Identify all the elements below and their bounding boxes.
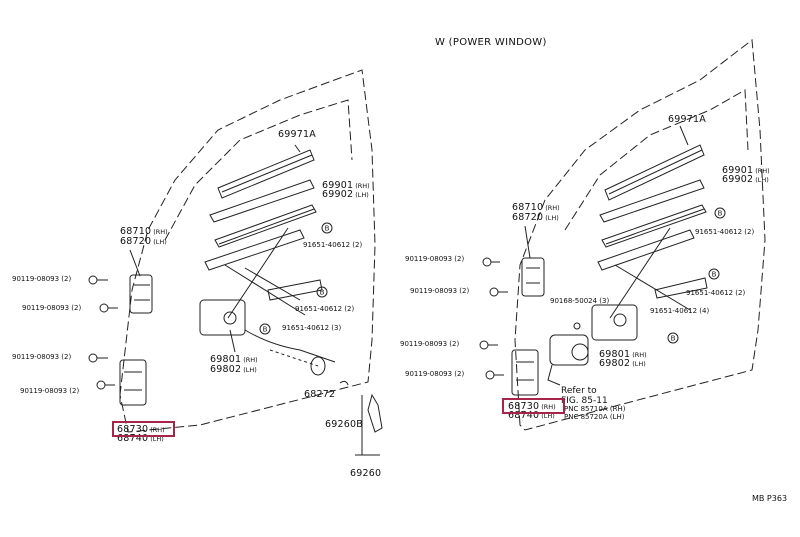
right-regulator-plate [654, 277, 708, 299]
right-part-69802: 69802(LH) [599, 358, 646, 369]
left-glass-channel-69901 [209, 179, 315, 223]
left-bolt-label-a: 90119-08093 (2) [12, 275, 72, 283]
right-bolt-label-a: 90119-08093 (2) [405, 255, 465, 263]
callout-b-label-2: B [320, 289, 325, 297]
right-part-90168: 90168-50024 (3) [550, 297, 610, 305]
left-part-69802: 69802(LH) [210, 364, 257, 375]
right-glass-run-69971a [604, 144, 705, 201]
left-door-outline [119, 69, 376, 433]
left-highlight-box [112, 421, 175, 437]
left-door-inner-line [164, 99, 353, 241]
left-part-69260: 69260 [350, 468, 382, 479]
right-screw-label-3: 91651-40612 (4) [650, 307, 710, 315]
right-part-69801: 69801(RH) [599, 349, 647, 360]
left-part-68730: 68730(RH) [117, 424, 165, 435]
right-pnc-2: PNC 85720A (LH) [564, 413, 625, 421]
left-bolt-label-d: 90119-08093 (2) [20, 387, 80, 395]
right-bolt-label-b: 90119-08093 (2) [410, 287, 470, 295]
right-part-68730: 68730(RH) [508, 401, 556, 412]
right-door-outline [514, 39, 766, 431]
right-door-inner-line [564, 89, 749, 231]
right-screw-label-2: 91651-40612 (2) [686, 289, 746, 297]
left-glass-channel-lower [214, 204, 317, 248]
right-regulator-arm-1 [614, 264, 691, 311]
right-bolts [479, 257, 581, 380]
left-glass-run-69971a [217, 149, 315, 199]
callout-b-label-6: B [671, 335, 676, 343]
right-bolt-label-d: 90119-08093 (2) [405, 370, 465, 378]
right-glass-channel-69901 [599, 179, 705, 223]
right-part-68740: 68740(LH) [508, 410, 555, 421]
right-regulator-base [591, 304, 638, 341]
right-lower-channel [597, 229, 695, 271]
left-bolt-label-b: 90119-08093 (2) [22, 304, 82, 312]
callout-b-label-5: B [712, 271, 717, 279]
left-part-69901: 69901(RH) [322, 180, 370, 191]
left-escutcheon-68272 [310, 356, 326, 376]
right-glass-channel-lower [601, 204, 707, 248]
left-part-69260b: 69260B [325, 419, 363, 430]
left-bolt-label-c: 90119-08093 (2) [12, 353, 72, 361]
right-motor [549, 334, 589, 366]
page-reference: MB P363 [752, 494, 788, 503]
right-pnc-1: PNC 85710A (RH) [564, 405, 626, 413]
right-screw-label-1: 91651-40612 (2) [695, 228, 755, 236]
right-part-69901: 69901(RH) [722, 165, 770, 176]
left-screw-label-1: 91651-40612 (2) [303, 241, 363, 249]
left-part-69971a: 69971A [278, 129, 316, 140]
left-bolts [88, 275, 118, 390]
left-part-69801: 69801(RH) [210, 354, 258, 365]
left-regulator-plate [267, 279, 323, 301]
left-regulator-base [199, 299, 246, 336]
callout-b-5 [708, 268, 720, 280]
callout-b-label-3: B [263, 326, 268, 334]
callout-b-1 [321, 222, 333, 234]
left-regulator-arm-2 [227, 227, 289, 319]
callout-b-label-4: B [718, 210, 723, 218]
left-part-68272: 68272 [304, 389, 336, 400]
left-screw-label-3: 91651-40612 (3) [282, 324, 342, 332]
left-handle-69260b [367, 393, 383, 433]
callout-b-3 [259, 323, 271, 335]
callout-b-6 [667, 332, 679, 344]
left-part-69902: 69902(LH) [322, 189, 369, 200]
right-part-69971a: 69971A [668, 114, 706, 125]
right-highlight-box [502, 398, 565, 414]
left-part-68720: 68720(LH) [120, 236, 167, 247]
callout-b-label-1: B [325, 225, 330, 233]
left-regulator-arm-1 [224, 264, 306, 316]
right-part-68720: 68720(LH) [512, 212, 559, 223]
callout-b-4 [714, 207, 726, 219]
right-upper-hinge [521, 257, 545, 297]
right-fig-label: FIG. 85-11 [561, 396, 608, 406]
left-part-68710: 68710(RH) [120, 226, 168, 237]
callout-b-2 [316, 286, 328, 298]
left-upper-hinge [129, 274, 153, 314]
right-part-69902: 69902(LH) [722, 174, 769, 185]
left-lower-channel [204, 229, 305, 271]
right-lower-hinge [511, 349, 539, 396]
right-refer-label: Refer to [561, 386, 597, 396]
right-regulator-arm-2 [609, 227, 671, 319]
right-bolt-label-c: 90119-08093 (2) [400, 340, 460, 348]
left-screw-label-2: 91651-40612 (2) [295, 305, 355, 313]
left-lower-hinge [119, 359, 147, 406]
left-part-68740: 68740(LH) [117, 433, 164, 444]
section-title: W (POWER WINDOW) [435, 37, 547, 48]
right-part-68710: 68710(RH) [512, 202, 560, 213]
